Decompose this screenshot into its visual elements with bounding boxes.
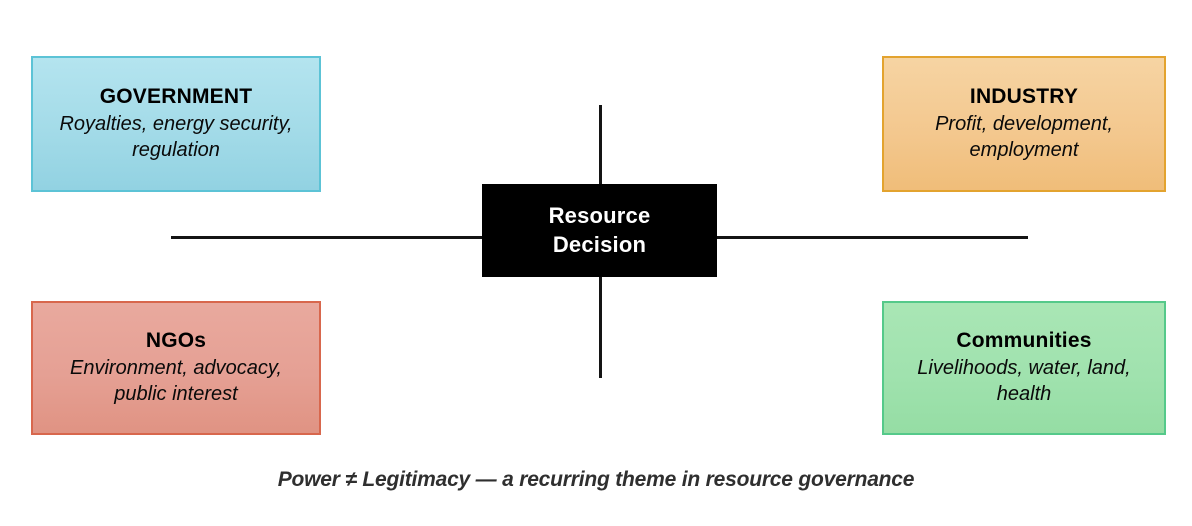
- quadrant-communities-description: Livelihoods, water, land, health: [917, 356, 1131, 406]
- diagram-caption: Power ≠ Legitimacy — a recurring theme i…: [277, 468, 915, 491]
- center-node-line-1: Resource: [548, 203, 651, 229]
- quadrant-communities-title: Communities: [956, 328, 1092, 352]
- center-node-line-2: Decision: [552, 231, 647, 257]
- quadrant-government-title: GOVERNMENT: [99, 84, 253, 108]
- center-node-resource-decision: Resource Decision: [482, 184, 717, 277]
- quadrant-communities: Communities Livelihoods, water, land, he…: [882, 301, 1166, 435]
- quadrant-ngos-title: NGOs: [145, 328, 207, 352]
- quadrant-government: GOVERNMENT Royalties, energy security, r…: [31, 56, 321, 192]
- quadrant-industry: INDUSTRY Profit, development, employment: [882, 56, 1166, 192]
- quadrant-industry-description: Profit, development, employment: [935, 112, 1113, 162]
- quadrant-ngos-description: Environment, advocacy, public interest: [70, 356, 282, 406]
- quadrant-government-description: Royalties, energy security, regulation: [59, 112, 293, 162]
- quadrant-ngos: NGOs Environment, advocacy, public inter…: [31, 301, 321, 435]
- quadrant-industry-title: INDUSTRY: [969, 84, 1079, 108]
